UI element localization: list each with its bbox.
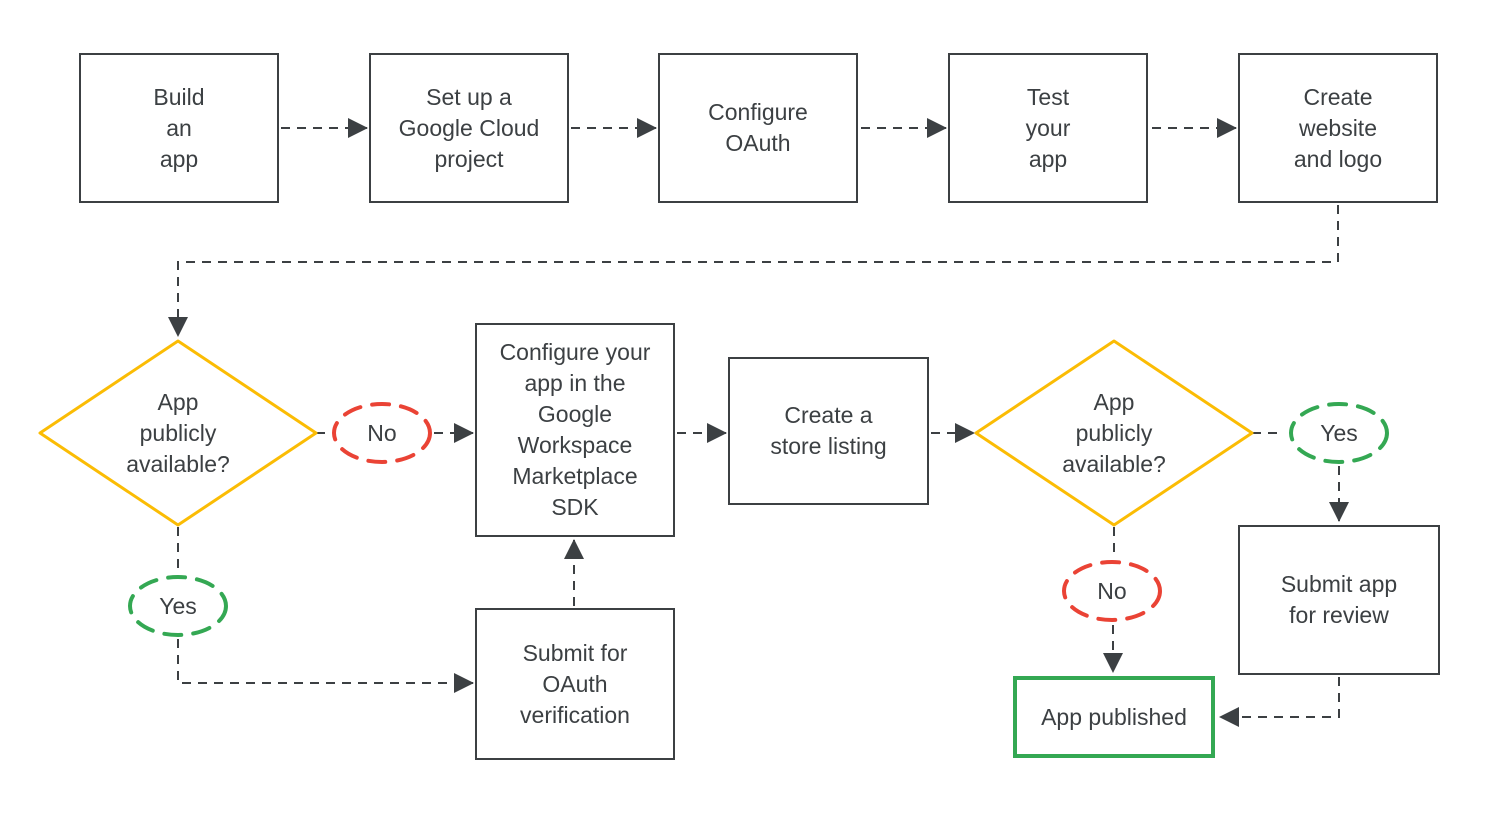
decision2-label: App publicly available? (1014, 383, 1214, 483)
connector-review-to-published (1219, 677, 1340, 727)
decision2-text: App publicly available? (1062, 388, 1166, 477)
no1-label: No (332, 404, 432, 462)
node-test-app-label: Test your app (1025, 83, 1071, 172)
node-build-app-label: Build an app (153, 83, 205, 172)
node-configure-oauth-label: Configure OAuth (708, 99, 808, 156)
yes2-ellipse (1289, 402, 1389, 464)
no2-text: No (1097, 577, 1127, 604)
node-marketplace-sdk-label: Configure your app in the Google Workspa… (499, 339, 651, 520)
node-oauth-verification: Submit for OAuth verification (475, 608, 675, 760)
node-app-published: App published (1013, 676, 1215, 758)
node-create-website-label: Create website and logo (1293, 83, 1383, 172)
decision2-diamond (974, 339, 1254, 527)
node-store-listing: Create a store listing (728, 357, 929, 505)
node-test-app: Test your app (948, 53, 1148, 203)
yes1-ellipse (128, 575, 228, 637)
decision1-text: App publicly available? (126, 388, 230, 477)
yes2-text: Yes (1320, 419, 1358, 446)
node-build-app: Build an app (79, 53, 279, 203)
no2-label: No (1062, 562, 1162, 620)
node-marketplace-sdk: Configure your app in the Google Workspa… (475, 323, 675, 537)
node-oauth-verification-label: Submit for OAuth verification (520, 639, 630, 728)
yes1-text: Yes (159, 592, 197, 619)
yes2-label: Yes (1289, 404, 1389, 462)
decision1-diamond (38, 339, 318, 527)
decision1-label: App publicly available? (78, 383, 278, 483)
no1-text: No (367, 419, 397, 446)
node-submit-review-label: Submit app for review (1280, 571, 1398, 628)
yes1-label: Yes (128, 577, 228, 635)
no2-ellipse (1062, 560, 1162, 622)
node-cloud-project-label: Set up a Google Cloud project (398, 83, 540, 172)
node-app-published-label: App published (1041, 703, 1187, 730)
connector-website-to-decision1 (168, 205, 1339, 337)
no1-ellipse (332, 402, 432, 464)
node-create-website: Create website and logo (1238, 53, 1438, 203)
node-cloud-project: Set up a Google Cloud project (369, 53, 569, 203)
node-configure-oauth: Configure OAuth (658, 53, 858, 203)
connector-yes1-to-oauth-verification (177, 639, 474, 693)
node-submit-review: Submit app for review (1238, 525, 1440, 675)
node-store-listing-label: Create a store listing (770, 402, 887, 459)
